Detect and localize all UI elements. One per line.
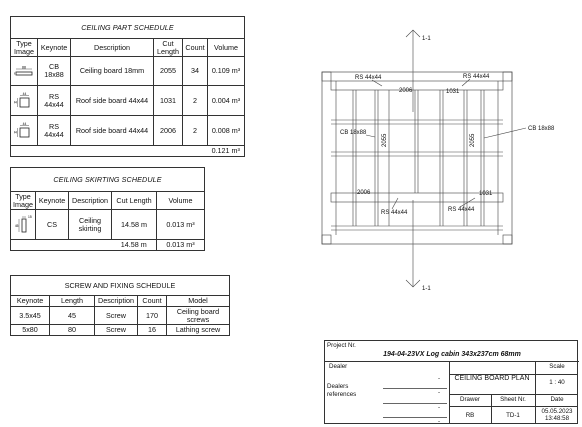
icon-dim: 88	[22, 66, 26, 70]
model-cell: Lathing screw	[166, 324, 230, 336]
screw-and-fixing-schedule: SCREW AND FIXING SCHEDULE Keynote Length…	[10, 275, 230, 336]
date-label: Date	[550, 396, 564, 403]
scale-label: Scale	[549, 363, 565, 370]
icon-dim: 15	[28, 215, 32, 219]
dim-1031-bottom: 1031	[479, 191, 493, 197]
dim-2006-bottom: 2006	[357, 190, 371, 196]
table-row: 44 44 RS 44x44 Roof side board 44x44 103…	[10, 85, 245, 116]
rs-board-bottom	[330, 192, 504, 203]
description-cell: Ceiling skirting	[68, 209, 112, 240]
label-cb-right: CB 18x88	[528, 126, 555, 132]
total-row: 0.121 m³	[10, 145, 245, 157]
sheet-nr-value: TD-1	[506, 412, 520, 419]
board-profile-icon: 88 18	[10, 56, 38, 86]
leader-line	[461, 78, 471, 87]
sheet-nr-label: Sheet Nr.	[500, 396, 526, 403]
dealer-label: Dealer	[329, 363, 348, 370]
icon-dim: 44	[23, 92, 27, 96]
label-rs-bottom-right: RS 44x44	[448, 207, 475, 213]
drawer-value: RB	[465, 412, 475, 419]
leader-line	[365, 134, 376, 138]
references-label: references	[327, 391, 357, 398]
drawer-label: Drawer	[460, 396, 480, 403]
volume-cell: 0.013 m³	[156, 209, 205, 240]
dim-2055-right: 2055	[470, 133, 476, 147]
leader-line	[371, 79, 383, 87]
project-name: 194-04-23VX Log cabin 343x237cm 68mm	[383, 351, 521, 358]
references-dash: -	[438, 404, 441, 411]
cut-length-cell: 14.58 m	[111, 209, 157, 240]
outer-frame	[321, 71, 513, 245]
dealer-dash: -	[438, 375, 441, 382]
label-rs-top-left: RS 44x44	[355, 75, 382, 81]
leader-line	[459, 197, 476, 208]
ceiling-part-schedule: CEILING PART SCHEDULE Type Image Keynote…	[10, 16, 245, 157]
title-block: Project Nr. 194-04-23VX Log cabin 343x23…	[324, 340, 579, 425]
time-value: 13:48:58	[544, 415, 570, 422]
total-row: 14.58 m 0.013 m³	[10, 239, 205, 251]
extra-dash: -	[438, 418, 441, 425]
corner-post	[321, 234, 332, 245]
corner-post	[321, 71, 332, 82]
section-arrow-bottom	[405, 279, 421, 288]
corner-post	[502, 234, 513, 245]
table-row: 88 18 CB 18x88 Ceiling board 18mm 2055 3…	[10, 56, 245, 86]
dealers-dash: -	[438, 389, 441, 396]
keynote-cell: RS 44x44	[37, 115, 71, 146]
dealers-label: Dealers	[327, 383, 349, 390]
project-nr-label: Project Nr.	[327, 342, 356, 349]
ceiling-skirting-schedule: CEILING SKIRTING SCHEDULE Type Image Key…	[10, 167, 205, 251]
leader-line	[391, 197, 399, 210]
total-volume: 0.013 m³	[156, 239, 205, 251]
description-cell: Screw	[94, 324, 138, 336]
label-cb-left: CB 18x88	[340, 130, 367, 136]
section-arrow-top	[405, 29, 421, 38]
icon-dim: 18	[14, 72, 15, 76]
dim-2006-top: 2006	[399, 88, 413, 94]
square-profile-icon: 44 44	[10, 115, 38, 146]
icon-dim: 44	[14, 100, 17, 104]
scale-value: 1 : 40	[549, 379, 565, 386]
section-label-bottom: 1-1	[422, 286, 431, 292]
sheet-title: CEILING BOARD PLAN	[454, 375, 530, 382]
table-row: 5x80 80 Screw 16 Lathing screw	[10, 324, 230, 336]
icon-dim: 44	[14, 130, 17, 134]
keynote-cell: RS 44x44	[37, 85, 71, 116]
dim-1031-top: 1031	[446, 89, 460, 95]
description-cell: Ceiling board 18mm	[70, 56, 154, 86]
keynote-cell: CB 18x88	[37, 56, 71, 86]
icon-dim: 45	[15, 224, 19, 228]
description-cell: Roof side board 44x44	[70, 115, 154, 146]
table-row: 15 45 CS Ceiling skirting 14.58 m 0.013 …	[10, 209, 205, 240]
rs-board-top	[330, 80, 504, 91]
dim-2055-left: 2055	[382, 133, 388, 147]
total-volume: 0.121 m³	[207, 145, 245, 157]
leader-line	[483, 127, 527, 139]
label-rs-top-right: RS 44x44	[463, 74, 490, 80]
label-rs-bottom-left: RS 44x44	[381, 210, 408, 216]
keynote-cell: CS	[35, 209, 69, 240]
icon-dim: 44	[23, 122, 27, 126]
volume-cell: 0.109 m³	[207, 56, 245, 86]
corner-post	[502, 71, 513, 82]
date-value: 05.05.2023	[541, 408, 573, 415]
section-label-top: 1-1	[422, 36, 431, 42]
keynote-cell: 5x80	[10, 324, 50, 336]
length-cell: 80	[49, 324, 95, 336]
